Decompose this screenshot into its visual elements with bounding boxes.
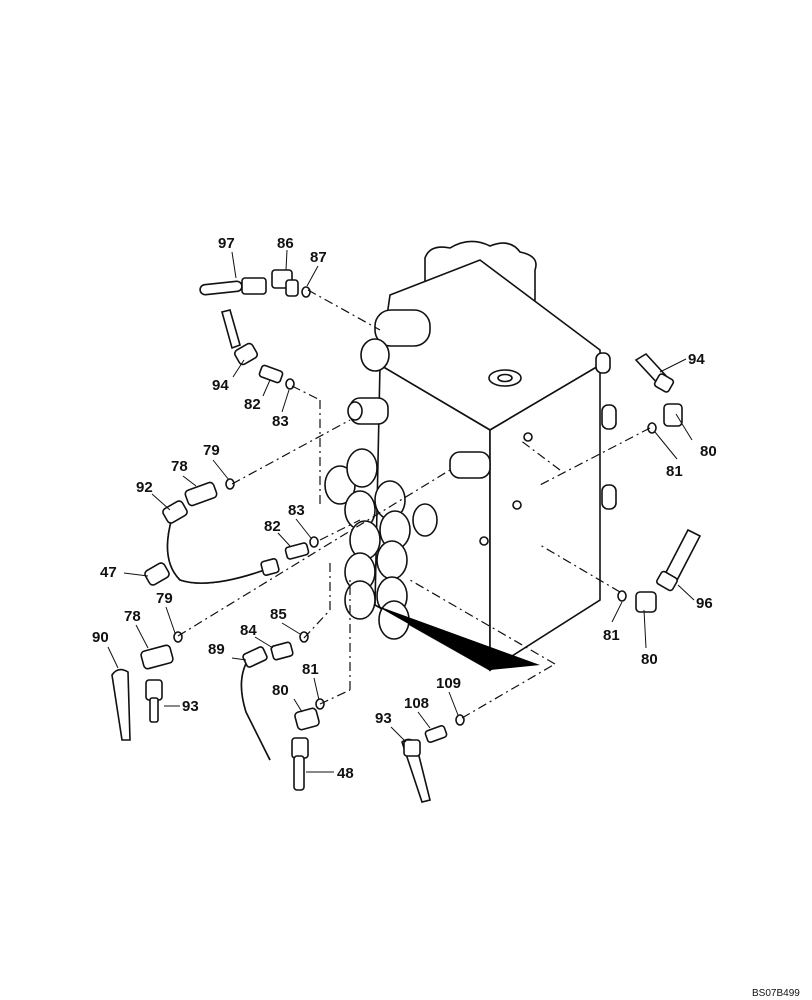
drawing-code: BS07B499 <box>752 988 800 999</box>
callout-48: 48 <box>337 765 354 782</box>
part-94-hose-left <box>221 309 258 366</box>
callout-92: 92 <box>136 479 153 496</box>
part-48-tube <box>291 737 309 791</box>
callout-81: 81 <box>302 661 319 678</box>
callout-94: 94 <box>688 351 705 368</box>
part-90-tube <box>111 668 131 741</box>
part-47-elbow <box>144 562 170 586</box>
callout-79: 79 <box>203 442 220 459</box>
callout-81: 81 <box>666 463 683 480</box>
part-80-elbow-right-top <box>663 403 683 427</box>
callout-90: 90 <box>92 629 109 646</box>
part-80-elbow-right-bottom <box>635 591 657 613</box>
part-109-o-ring <box>455 714 465 726</box>
part-79-o-ring-top <box>225 478 235 490</box>
callout-108: 108 <box>404 695 429 712</box>
part-81-o-ring-right-bottom <box>617 590 627 602</box>
part-86-elbow <box>271 269 299 297</box>
part-94-fitting-right <box>634 352 675 393</box>
callout-79: 79 <box>156 590 173 607</box>
callout-labels: 97 86 87 94 82 83 79 78 92 83 82 47 79 7… <box>92 235 717 782</box>
callout-96: 96 <box>696 595 713 612</box>
callout-80: 80 <box>272 682 289 699</box>
part-89-hose <box>240 646 271 761</box>
callout-87: 87 <box>310 249 327 266</box>
part-84-adapter <box>270 641 294 661</box>
callout-78: 78 <box>124 608 141 625</box>
callout-80: 80 <box>641 651 658 668</box>
callout-94: 94 <box>212 377 229 394</box>
part-92-hose-assembly <box>162 500 280 584</box>
callout-83: 83 <box>288 502 305 519</box>
callout-82: 82 <box>264 518 281 535</box>
part-78-tee-top <box>184 481 218 507</box>
callout-89: 89 <box>208 641 225 658</box>
callout-82: 82 <box>244 396 261 413</box>
callout-83: 83 <box>272 413 289 430</box>
part-96-tube <box>656 528 702 592</box>
part-79-o-ring-lower <box>173 631 183 643</box>
part-82-adapter-top <box>258 364 284 384</box>
part-81-o-ring-left <box>315 698 325 710</box>
callout-93: 93 <box>182 698 199 715</box>
callout-80: 80 <box>700 443 717 460</box>
callout-86: 86 <box>277 235 294 252</box>
callout-85: 85 <box>270 606 287 623</box>
part-93-fitting-right <box>401 738 431 803</box>
part-108-adapter <box>424 724 448 744</box>
assembly-lines <box>177 289 651 719</box>
part-78-tee-lower <box>140 644 174 670</box>
part-82-adapter-mid <box>284 542 310 560</box>
part-85-o-ring <box>299 631 309 643</box>
part-93-fitting-left <box>145 679 163 723</box>
control-valve-body <box>324 240 617 672</box>
callout-81: 81 <box>603 627 620 644</box>
callout-97: 97 <box>218 235 235 252</box>
part-87-o-ring <box>301 286 311 298</box>
part-83-o-ring-top <box>285 378 295 390</box>
leader-lines <box>107 249 695 773</box>
part-81-o-ring-right-top <box>647 422 657 434</box>
callout-84: 84 <box>240 622 257 639</box>
part-80-elbow-left <box>294 707 320 731</box>
part-83-o-ring-mid <box>309 536 319 548</box>
callout-109: 109 <box>436 675 461 692</box>
part-97-adapter <box>199 277 267 296</box>
callout-93: 93 <box>375 710 392 727</box>
callout-78: 78 <box>171 458 188 475</box>
callout-47: 47 <box>100 564 117 581</box>
